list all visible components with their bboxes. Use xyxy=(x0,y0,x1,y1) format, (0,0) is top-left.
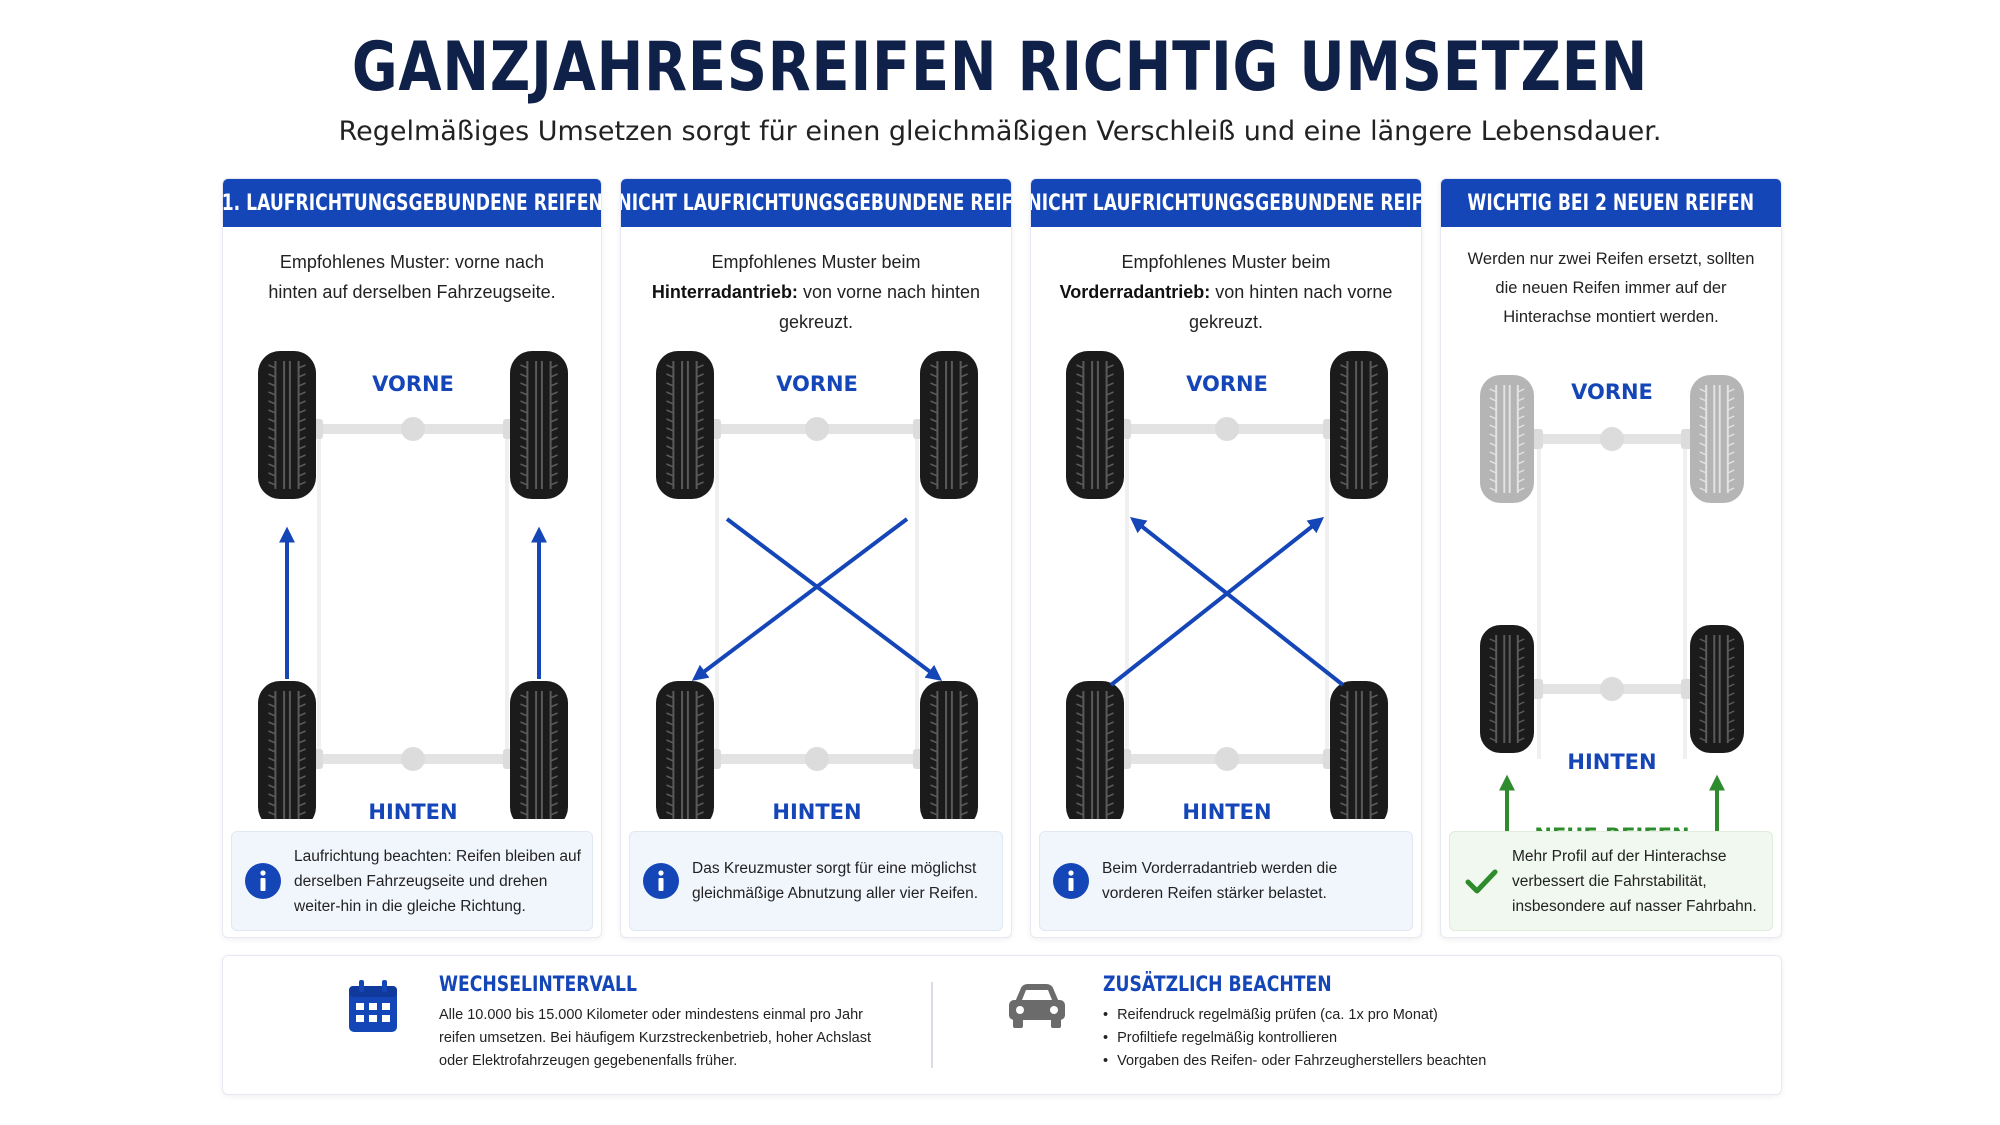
tire-front-left xyxy=(258,351,316,499)
rear-label: HINTEN xyxy=(1182,800,1271,819)
tire-rear-right xyxy=(920,681,978,829)
panel-description: Werden nur zwei Reifen ersetzt, sollten … xyxy=(1467,250,1755,326)
info-box: Laufrichtung beachten: Reifen bleiben au… xyxy=(231,831,593,931)
info-text: Laufrichtung beachten: Reifen bleiben au… xyxy=(294,847,581,915)
rotation-arrow xyxy=(725,517,943,681)
tire-front-right xyxy=(510,351,568,499)
tire-front-right xyxy=(920,351,978,499)
interval-text: Alle 10.000 bis 15.000 Kilometer oder mi… xyxy=(439,1007,872,1069)
tire-front-right xyxy=(1330,351,1388,499)
rotation-diagram: VORNE HINTEN xyxy=(621,319,1013,829)
axle xyxy=(1111,747,1343,771)
frame-rail xyxy=(715,429,719,759)
frame-rail xyxy=(1537,429,1541,759)
info-box: Das Kreuzmuster sorgt für eine möglichst… xyxy=(629,831,1003,931)
rotation-arrow xyxy=(691,517,909,681)
rear-label: HINTEN xyxy=(1567,750,1656,774)
interval-title: WECHSELINTERVALL xyxy=(439,972,637,996)
axle xyxy=(701,747,933,771)
tire-rear-right xyxy=(510,681,568,829)
axle xyxy=(1111,417,1343,441)
panel-description: Empfohlenes Muster beim Hinterradantrieb… xyxy=(651,252,981,332)
list-item: Vorgaben des Reifen- oder Fahrzeugherste… xyxy=(1103,1050,1486,1073)
panel-header: WICHTIG BEI 2 NEUEN REIFEN xyxy=(1441,179,1781,227)
info-icon xyxy=(1053,863,1089,899)
tire-front-right xyxy=(1690,375,1744,503)
info-text: Das Kreuzmuster sorgt für eine möglichst… xyxy=(692,860,979,902)
info-icon xyxy=(643,863,679,899)
info-text: Mehr Profil auf der Hinterachse verbesse… xyxy=(1512,847,1757,915)
rotation-arrow xyxy=(1109,517,1325,687)
tire-rear-left xyxy=(258,681,316,829)
extra-list: Reifendruck regelmäßig prüfen (ca. 1x pr… xyxy=(1103,1004,1486,1073)
rotation-arrow xyxy=(1129,517,1345,687)
extra-title: ZUSÄTZLICH BEACHTEN xyxy=(1103,972,1332,996)
panel-header: 3. NICHT LAUFRICHTUNGSGEBUNDENE REIFEN xyxy=(1031,179,1421,227)
check-icon xyxy=(1465,869,1498,894)
rotation-diagram: VORNE HINTEN xyxy=(1031,319,1423,829)
axle xyxy=(303,747,523,771)
panel-directional: 1. LAUFRICHTUNGSGEBUNDENE REIFEN Empfohl… xyxy=(222,178,602,938)
frame-rail xyxy=(317,429,321,759)
frame-rail xyxy=(1125,429,1129,759)
tire-rear-right xyxy=(1330,681,1388,829)
info-box: Mehr Profil auf der Hinterachse verbesse… xyxy=(1449,831,1773,931)
tire-rear-right xyxy=(1690,625,1744,753)
rotation-diagram: VORNEHINTENNEUE REIFEN xyxy=(1441,319,1783,884)
frame-rail xyxy=(915,429,919,759)
divider xyxy=(931,982,933,1068)
axle xyxy=(701,417,933,441)
tire-rear-left xyxy=(656,681,714,829)
panel-description: Empfohlenes Muster: vorne nach hinten au… xyxy=(268,252,556,302)
page-title: GANZJAHRESREIFEN RICHTIG UMSETZEN xyxy=(351,28,1649,107)
panel-description: Empfohlenes Muster beim Vorderradantrieb… xyxy=(1059,252,1393,332)
front-label: VORNE xyxy=(776,372,858,396)
front-label: VORNE xyxy=(372,372,454,396)
axle xyxy=(1523,427,1701,451)
tire-front-left xyxy=(656,351,714,499)
axle xyxy=(1523,677,1701,701)
calendar-icon xyxy=(349,980,397,1032)
panel-front-wheel-drive: 3. NICHT LAUFRICHTUNGSGEBUNDENE REIFEN E… xyxy=(1030,178,1422,938)
axle xyxy=(303,417,523,441)
car-icon xyxy=(1009,984,1065,1028)
tire-rear-left xyxy=(1480,625,1534,753)
front-label: VORNE xyxy=(1186,372,1268,396)
list-item: Profiltiefe regelmäßig kontrollieren xyxy=(1103,1027,1486,1050)
panel-header: 2. NICHT LAUFRICHTUNGSGEBUNDENE REIFEN xyxy=(621,179,1011,227)
list-item: Reifendruck regelmäßig prüfen (ca. 1x pr… xyxy=(1103,1004,1486,1027)
rear-label: HINTEN xyxy=(368,800,457,819)
rotation-diagram: VORNE HINTEN xyxy=(223,319,603,829)
tire-rear-left xyxy=(1066,681,1124,829)
info-icon xyxy=(245,863,281,899)
panel-two-new-tires: WICHTIG BEI 2 NEUEN REIFEN Werden nur zw… xyxy=(1440,178,1782,938)
rear-label: HINTEN xyxy=(772,800,861,819)
frame-rail xyxy=(505,429,509,759)
frame-rail xyxy=(1325,429,1329,759)
info-text: Beim Vorderradantrieb werden die vordere… xyxy=(1102,860,1338,902)
page-subtitle: Regelmäßiges Umsetzen sorgt für einen gl… xyxy=(338,116,1662,147)
frame-rail xyxy=(1683,429,1687,759)
front-label: VORNE xyxy=(1571,380,1653,404)
info-box: Beim Vorderradantrieb werden die vordere… xyxy=(1039,831,1413,931)
panel-header: 1. LAUFRICHTUNGSGEBUNDENE REIFEN xyxy=(223,179,601,227)
tire-front-left xyxy=(1480,375,1534,503)
bottom-info-bar: WECHSELINTERVALL Alle 10.000 bis 15.000 … xyxy=(222,955,1782,1095)
panel-rear-wheel-drive: 2. NICHT LAUFRICHTUNGSGEBUNDENE REIFEN E… xyxy=(620,178,1012,938)
tire-front-left xyxy=(1066,351,1124,499)
